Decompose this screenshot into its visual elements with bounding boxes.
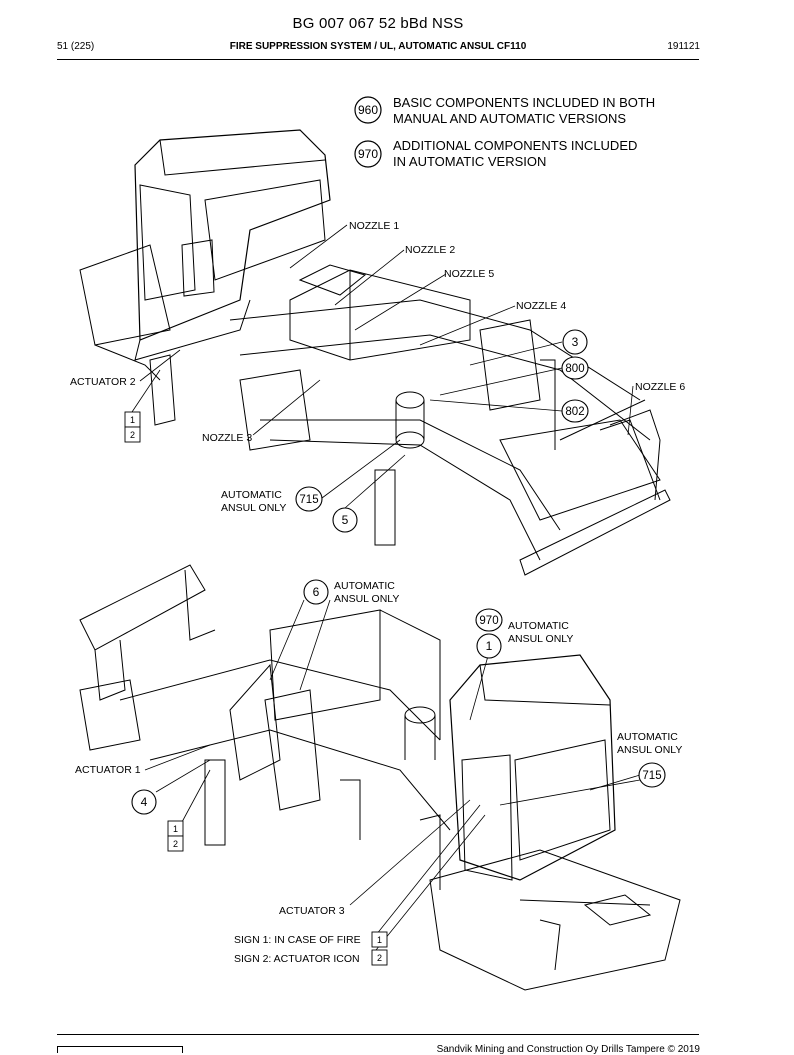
automatic-note-6-line2: ANSUL ONLY (334, 593, 399, 605)
footer-rule (57, 1034, 699, 1035)
automatic-note-1-line2: ANSUL ONLY (508, 633, 573, 645)
nozzle-4-label: NOZZLE 4 (516, 300, 566, 312)
legend-960-line2: MANUAL AND AUTOMATIC VERSIONS (393, 111, 626, 126)
sign-legend-box-2 (371, 949, 388, 966)
sign-1-description: SIGN 1: IN CASE OF FIRE (234, 934, 361, 946)
legend-badge-960-label: 960 (358, 103, 378, 117)
top-leader-lines (131, 224, 634, 509)
automatic-note-1-line1: AUTOMATIC (508, 620, 569, 632)
sign-box-2-label: 2 (130, 430, 135, 440)
bottom-labels: 6 AUTOMATIC ANSUL ONLY 970 1 AUTOMATIC A… (75, 579, 682, 966)
callout-715-bottom (638, 762, 666, 788)
sign-legend-box-1-label: 1 (377, 935, 382, 945)
top-machine-illustration (79, 129, 671, 576)
sign-legend-box-1 (371, 931, 388, 948)
actuator-3-label: ACTUATOR 3 (279, 905, 345, 917)
nozzle-5-label: NOZZLE 5 (444, 268, 494, 280)
sign-box-2-bottom-label: 2 (173, 839, 178, 849)
callout-715-bottom-label: 715 (642, 770, 661, 782)
callout-5-label: 5 (342, 513, 349, 527)
callout-970 (475, 608, 503, 632)
company-logo (57, 1046, 183, 1053)
legend: 960 BASIC COMPONENTS INCLUDED IN BOTH MA… (354, 95, 655, 169)
section-title: FIRE SUPPRESSION SYSTEM / UL, AUTOMATIC … (229, 41, 527, 52)
sign-box-2-bottom (167, 835, 184, 852)
callout-3 (562, 329, 588, 355)
callout-715-top (295, 486, 323, 512)
callout-715-top-label: 715 (299, 494, 318, 506)
top-labels: NOZZLE 1 NOZZLE 2 NOZZLE 5 NOZZLE 4 NOZZ… (70, 220, 685, 533)
callout-1 (476, 633, 502, 659)
callout-6 (303, 579, 329, 605)
callout-4-label: 4 (141, 795, 148, 809)
document-number: BG 007 067 52 bBd NSS (292, 15, 464, 32)
nozzle-6-label: NOZZLE 6 (635, 381, 685, 393)
actuator-1-label: ACTUATOR 1 (75, 764, 141, 776)
nozzle-3-label: NOZZLE 3 (202, 432, 252, 444)
automatic-note-top-line2: ANSUL ONLY (221, 502, 286, 514)
callout-800-label: 800 (565, 363, 584, 375)
sign-box-1-label: 1 (130, 415, 135, 425)
actuator-2-label: ACTUATOR 2 (70, 376, 136, 388)
footer-copyright: Sandvik Mining and Construction Oy Drill… (436, 1044, 700, 1055)
legend-960-line1: BASIC COMPONENTS INCLUDED IN BOTH (393, 95, 655, 110)
automatic-note-6-line1: AUTOMATIC (334, 580, 395, 592)
callout-3-label: 3 (572, 335, 579, 349)
sign-legend-box-2-label: 2 (377, 953, 382, 963)
callout-1-label: 1 (486, 639, 493, 653)
nozzle-1-label: NOZZLE 1 (349, 220, 399, 232)
automatic-note-715-line2: ANSUL ONLY (617, 744, 682, 756)
nozzle-2-label: NOZZLE 2 (405, 244, 455, 256)
sign-box-2 (124, 426, 141, 443)
bottom-leader-lines (144, 599, 641, 956)
automatic-note-715-line1: AUTOMATIC (617, 731, 678, 743)
legend-badge-960 (354, 96, 382, 124)
callout-4 (131, 789, 157, 815)
header-rule (57, 59, 699, 60)
callout-800 (561, 356, 589, 380)
callout-802-label: 802 (565, 406, 584, 418)
bottom-machine-illustration (79, 564, 681, 991)
sign-box-1-bottom-label: 1 (173, 824, 178, 834)
legend-970-line2: IN AUTOMATIC VERSION (393, 154, 546, 169)
page-number: 51 (225) (57, 41, 95, 52)
callout-5 (332, 507, 358, 533)
callout-6-label: 6 (313, 585, 320, 599)
legend-badge-970-label: 970 (358, 147, 378, 161)
sign-2-description: SIGN 2: ACTUATOR ICON (234, 953, 360, 965)
callout-970-label: 970 (479, 615, 498, 627)
revision-date: 191121 (667, 41, 700, 52)
callout-802 (561, 399, 589, 423)
automatic-note-top-line1: AUTOMATIC (221, 489, 282, 501)
legend-970-line1: ADDITIONAL COMPONENTS INCLUDED (393, 138, 637, 153)
legend-badge-970 (354, 140, 382, 168)
